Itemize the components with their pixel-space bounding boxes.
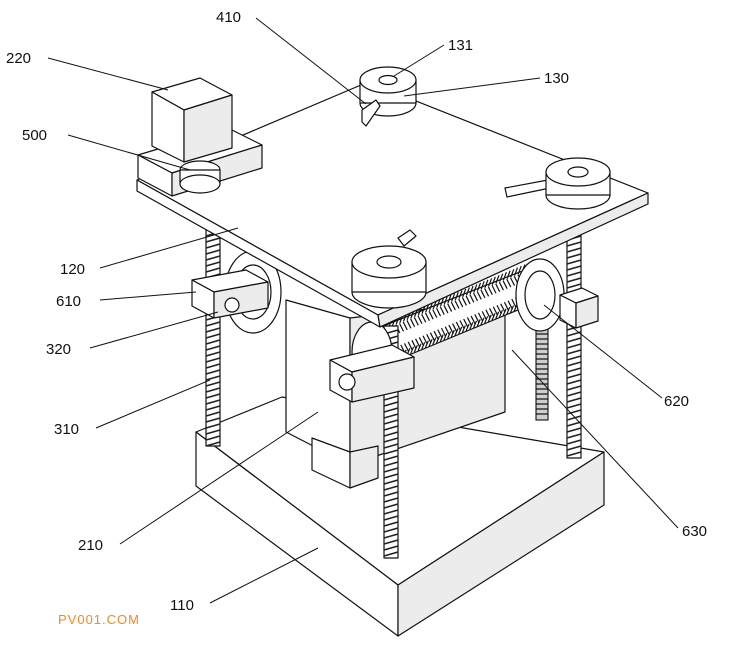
watermark: PV001.COM: [58, 612, 140, 627]
label-610: 610: [56, 293, 81, 310]
clamp-130: [359, 66, 417, 127]
label-500: 500: [22, 127, 47, 144]
slide-block-right: [559, 287, 599, 329]
label-220: 220: [6, 50, 31, 67]
clamp-right: [504, 157, 611, 210]
base-side: [397, 451, 605, 637]
plate-side-edge: [377, 192, 649, 328]
top-plate-120: [136, 81, 649, 328]
label-310: 310: [54, 421, 79, 438]
gear-620: [515, 258, 565, 332]
label-120: 120: [60, 261, 85, 278]
label-320: 320: [46, 341, 71, 358]
label-620: 620: [664, 393, 689, 410]
base-110: [195, 396, 605, 637]
lead-screw-rear: [566, 231, 582, 459]
label-131: 131: [448, 37, 473, 54]
leader-lines: [47, 17, 679, 604]
label-110: 110: [170, 597, 194, 614]
label-130: 130: [544, 70, 569, 87]
labels: 410 131 130 220 500 120 610 320 310 620 …: [6, 9, 707, 614]
motor-220: [151, 77, 233, 163]
slide-block-front: [329, 321, 415, 403]
slide-block-610: [191, 250, 282, 334]
label-410: 410: [216, 9, 241, 26]
label-210: 210: [78, 537, 103, 554]
knob-410: [361, 99, 381, 127]
label-630: 630: [682, 523, 707, 540]
hole-131: [378, 74, 398, 86]
clamp-front: [351, 229, 427, 309]
lead-screw-310: [205, 227, 221, 447]
housing-foot-side: [349, 445, 379, 489]
